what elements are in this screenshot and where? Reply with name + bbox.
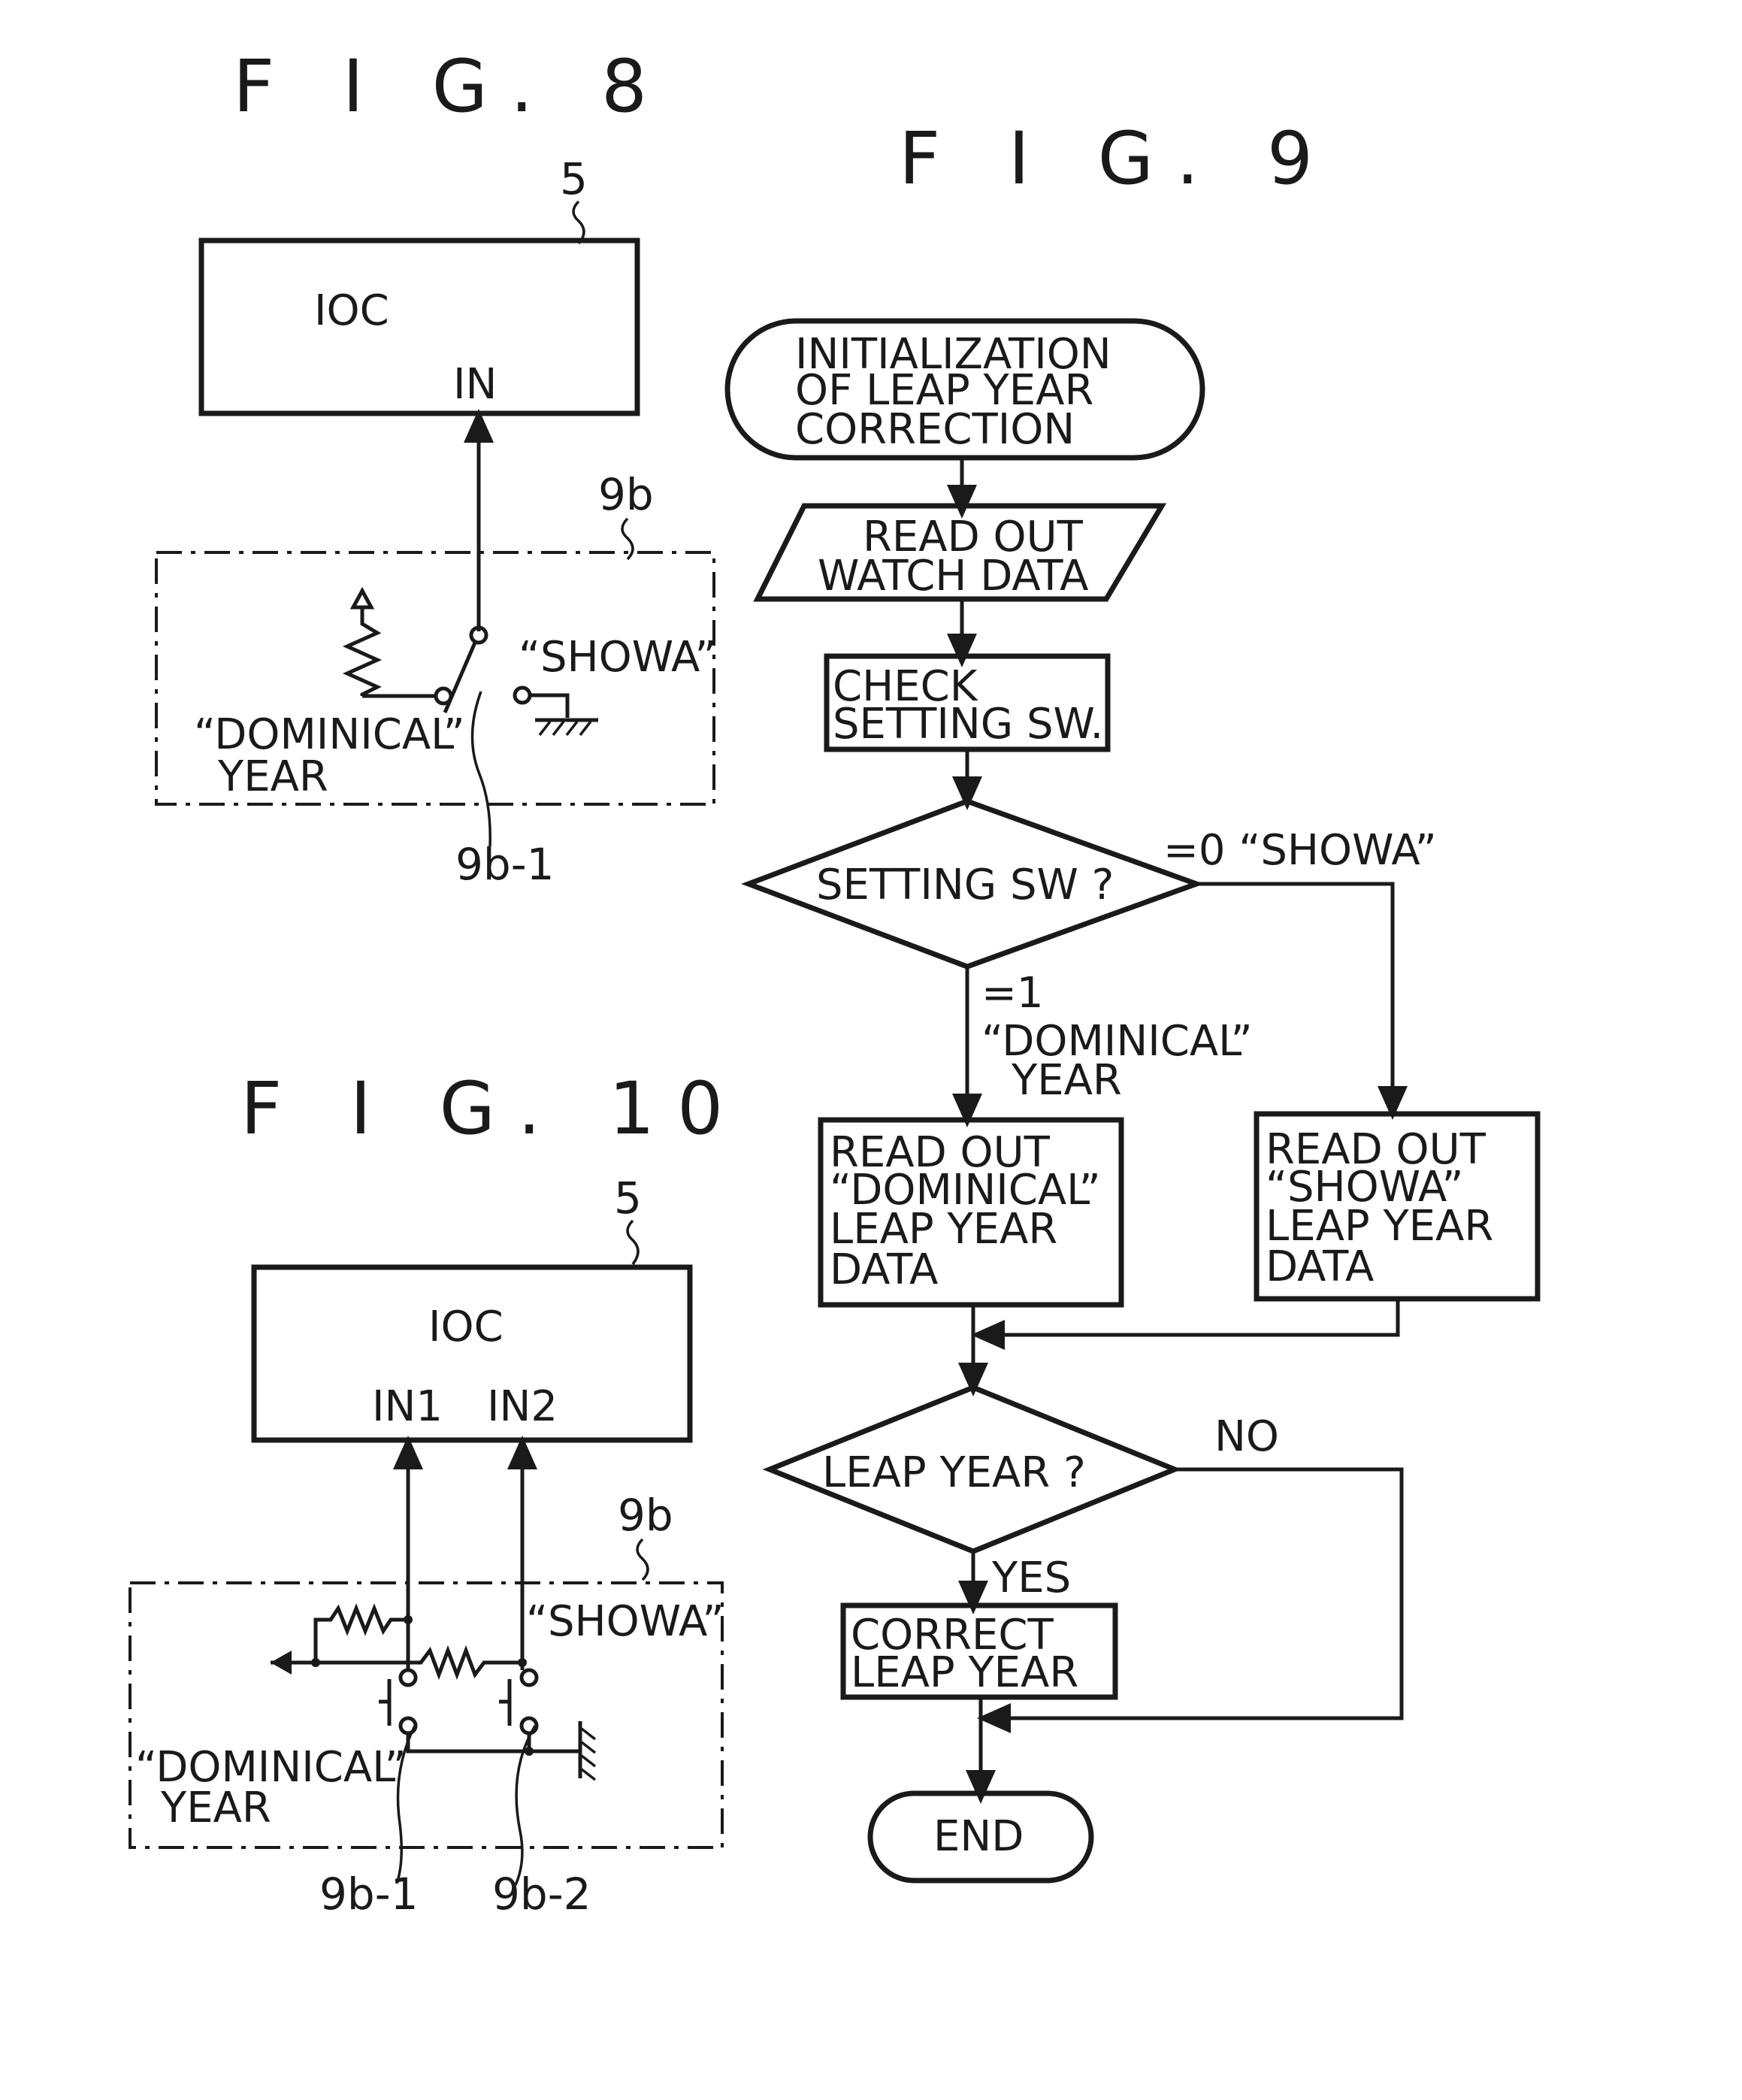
fig8-title: F I G. 8 xyxy=(233,44,670,129)
fig10-switch1-button-icon xyxy=(379,1679,389,1726)
fig8-showa-contact xyxy=(515,688,530,703)
fig10-switch1-ref: 9b-1 xyxy=(319,1869,419,1920)
fig9-decision-leap-text: LEAP YEAR ? xyxy=(822,1448,1086,1497)
fig10-ioc-label: IOC xyxy=(428,1303,504,1351)
fig10-node4 xyxy=(525,1747,534,1756)
fig10-showa-label: “SHOWA” xyxy=(526,1597,724,1646)
fig10-node1 xyxy=(404,1615,413,1624)
fig10-title: F I G. 10 xyxy=(240,1067,745,1151)
fig9-end-label: END xyxy=(933,1812,1024,1861)
fig10-ioc-in1-label: IN1 xyxy=(372,1382,443,1431)
fig10-node3 xyxy=(311,1658,320,1667)
fig8-switch-element-leader xyxy=(472,691,490,846)
fig9-dominical-line4: DATA xyxy=(830,1245,938,1294)
fig10-supply-arrow-icon xyxy=(271,1651,292,1675)
fig9-branch-zero-label: =0 “SHOWA” xyxy=(1163,826,1437,875)
fig9-branch-showa-line xyxy=(1196,884,1393,1105)
fig9-decision-sw-text: SETTING SW ? xyxy=(816,861,1114,909)
fig8-showa-label: “SHOWA” xyxy=(519,633,716,682)
fig8-pullup-icon xyxy=(353,591,371,607)
fig8-ioc-label: IOC xyxy=(314,286,389,335)
fig10-ioc-leader xyxy=(628,1221,638,1264)
fig10-ground-icon xyxy=(580,1721,595,1780)
fig8-resistor-icon xyxy=(347,607,377,696)
fig9-no-label: NO xyxy=(1214,1412,1279,1461)
fig10-switch-ref: 9b xyxy=(618,1490,673,1541)
fig9-yes-label: YES xyxy=(991,1554,1071,1602)
fig10-ioc-in2-label: IN2 xyxy=(487,1382,558,1431)
fig10-ground-wire xyxy=(408,1733,580,1751)
fig9-read-watch-line2: WATCH DATA xyxy=(818,552,1088,601)
fig9-check-line2: SETTING SW. xyxy=(833,700,1103,749)
fig10-switch1-top-contact xyxy=(401,1670,416,1685)
fig8-ioc-input-label: IN xyxy=(453,360,497,409)
fig9-showa-line4: DATA xyxy=(1266,1242,1374,1291)
fig9-correct-line2: LEAP YEAR xyxy=(851,1648,1078,1697)
fig10-ioc-ref: 5 xyxy=(614,1173,642,1224)
fig9-branch-one-line3: YEAR xyxy=(1011,1056,1122,1105)
fig10-node2 xyxy=(518,1658,527,1667)
fig10-switch2-ref: 9b-2 xyxy=(492,1869,591,1920)
fig9-branch-one-line1: =1 xyxy=(981,969,1044,1018)
fig10-ioc-block xyxy=(254,1267,690,1440)
fig9-flowchart: F I G. 9 INITIALIZATION OF LEAP YEAR COR… xyxy=(727,116,1538,1881)
fig9-title: F I G. 9 xyxy=(899,116,1335,201)
fig10-switch2-top-contact xyxy=(522,1670,537,1685)
fig8-year-label: YEAR xyxy=(217,752,328,801)
fig10-year-label: YEAR xyxy=(160,1784,271,1832)
fig8-showa-wire xyxy=(530,695,567,718)
fig8-ioc-block xyxy=(201,241,637,413)
fig8-ioc-leader xyxy=(573,201,584,244)
fig8: F I G. 8 5 IOC IN 9b “SHOWA” “DOMINICAL”… xyxy=(156,44,716,890)
fig8-ioc-ref: 5 xyxy=(560,153,588,204)
fig10: F I G. 10 5 IOC IN1 IN2 9b xyxy=(130,1067,745,1920)
fig8-ground-icon xyxy=(535,720,598,735)
fig10-switch-leader xyxy=(637,1539,648,1580)
fig10-switch2-button-icon xyxy=(499,1679,510,1726)
fig8-switch-ref: 9b xyxy=(598,469,654,520)
fig10-resistor2-icon xyxy=(316,1651,522,1675)
fig8-switch-lever xyxy=(445,643,475,713)
fig8-switch-element-ref: 9b-1 xyxy=(455,839,555,890)
fig9-start-line3: CORRECTION xyxy=(795,405,1075,454)
